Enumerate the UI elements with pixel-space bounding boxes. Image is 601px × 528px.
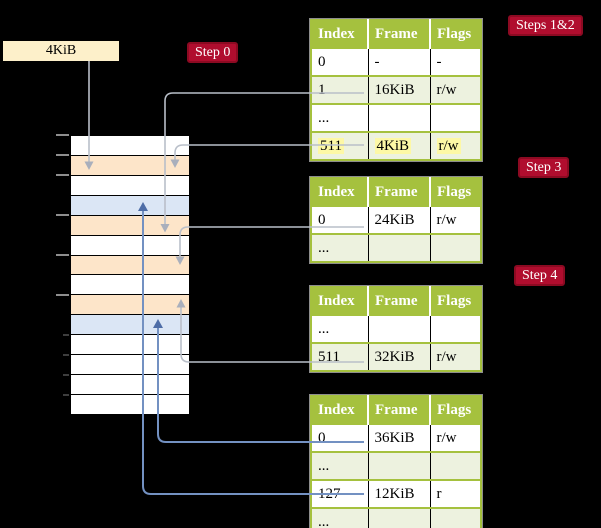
table-cell: -: [429, 47, 481, 76]
table-cell: r: [429, 479, 481, 508]
table-cell: [429, 314, 481, 343]
physical-memory-column: [70, 135, 190, 415]
memory-frame-row: [71, 275, 189, 296]
column-header: Index: [311, 287, 368, 315]
table-cell: [429, 103, 481, 132]
badge-step-4: Step 4: [514, 265, 566, 286]
table-cell: r/w: [429, 423, 481, 452]
memory-frame-row: [71, 375, 189, 395]
table-cell: 16KiB: [367, 75, 430, 104]
table-row: ...: [311, 451, 481, 480]
badge-step-0: Step 0: [187, 42, 239, 63]
column-header: Frame: [367, 287, 430, 315]
table-cell: [367, 233, 430, 262]
column-header: Flags: [429, 178, 481, 206]
table-cell: 32KiB: [367, 342, 430, 371]
badge-step-3: Step 3: [518, 157, 570, 178]
table-cell: [367, 103, 430, 132]
table-cell: ...: [311, 451, 368, 480]
column-header: Index: [311, 20, 368, 48]
column-header: Flags: [429, 20, 481, 48]
highlighted-value: 4KiB: [374, 137, 412, 154]
memory-frame-row: [71, 295, 189, 316]
column-header: Frame: [367, 20, 430, 48]
table-cell: ...: [311, 314, 368, 343]
memory-frame-row: [71, 155, 189, 176]
table-cell: ...: [311, 233, 368, 262]
table-cell: r/w: [429, 75, 481, 104]
memory-tick: [63, 354, 69, 356]
memory-frame-row: [71, 215, 189, 236]
memory-tick: [56, 214, 69, 216]
column-header: Flags: [429, 396, 481, 424]
table-cell: r/w: [429, 131, 481, 160]
column-header: Index: [311, 178, 368, 206]
memory-frame-row: [71, 136, 189, 156]
table-cell: [367, 314, 430, 343]
table-row: ...: [311, 314, 481, 343]
table-cell: r/w: [429, 342, 481, 371]
table-cell: 12KiB: [367, 479, 430, 508]
table-cell: 36KiB: [367, 423, 430, 452]
table-cell: 0: [311, 423, 368, 452]
memory-tick: [63, 334, 69, 336]
highlighted-value: 511: [318, 137, 344, 154]
table-cell: 511: [311, 131, 368, 160]
table-cell: 1: [311, 75, 368, 104]
memory-frame-row: [71, 255, 189, 276]
table-cell: 0: [311, 47, 368, 76]
table-row: ...: [311, 103, 481, 132]
column-header: Frame: [367, 396, 430, 424]
table-cell: r/w: [429, 205, 481, 234]
memory-tick: [56, 294, 69, 296]
memory-frame-row: [71, 175, 189, 196]
memory-tick: [63, 394, 69, 396]
column-header: Index: [311, 396, 368, 424]
table-cell: 511: [311, 342, 368, 371]
memory-tick: [56, 134, 69, 136]
table-cell: [429, 507, 481, 528]
column-header: Flags: [429, 287, 481, 315]
table-row: ...: [311, 233, 481, 262]
table-row: 0--: [311, 47, 481, 76]
memory-tick: [63, 374, 69, 376]
table-row: 511 4KiB r/w: [311, 131, 481, 160]
memory-frame-row: [71, 355, 189, 376]
memory-frame-row: [71, 315, 189, 336]
memory-tick: [56, 174, 69, 176]
memory-tick: [56, 154, 69, 156]
table-cell: [367, 451, 430, 480]
memory-frame-row: [71, 235, 189, 256]
table-cell: -: [367, 47, 430, 76]
table-cell: ...: [311, 507, 368, 528]
memory-tick: [56, 254, 69, 256]
table-cell: [367, 507, 430, 528]
table-row: ...: [311, 507, 481, 528]
table-cell: 24KiB: [367, 205, 430, 234]
table-cell: [429, 451, 481, 480]
table-cell: 127: [311, 479, 368, 508]
memory-frame-row: [71, 335, 189, 356]
column-header: Frame: [367, 178, 430, 206]
badge-steps-1-2: Steps 1&2: [508, 15, 583, 36]
frame-size-label: 4KiB: [3, 41, 119, 61]
table-cell: [429, 233, 481, 262]
memory-frame-row: [71, 195, 189, 216]
memory-frame-row: [71, 394, 189, 414]
table-cell: 0: [311, 205, 368, 234]
table-cell: 4KiB: [367, 131, 430, 160]
highlighted-value: r/w: [436, 137, 461, 154]
table-cell: ...: [311, 103, 368, 132]
